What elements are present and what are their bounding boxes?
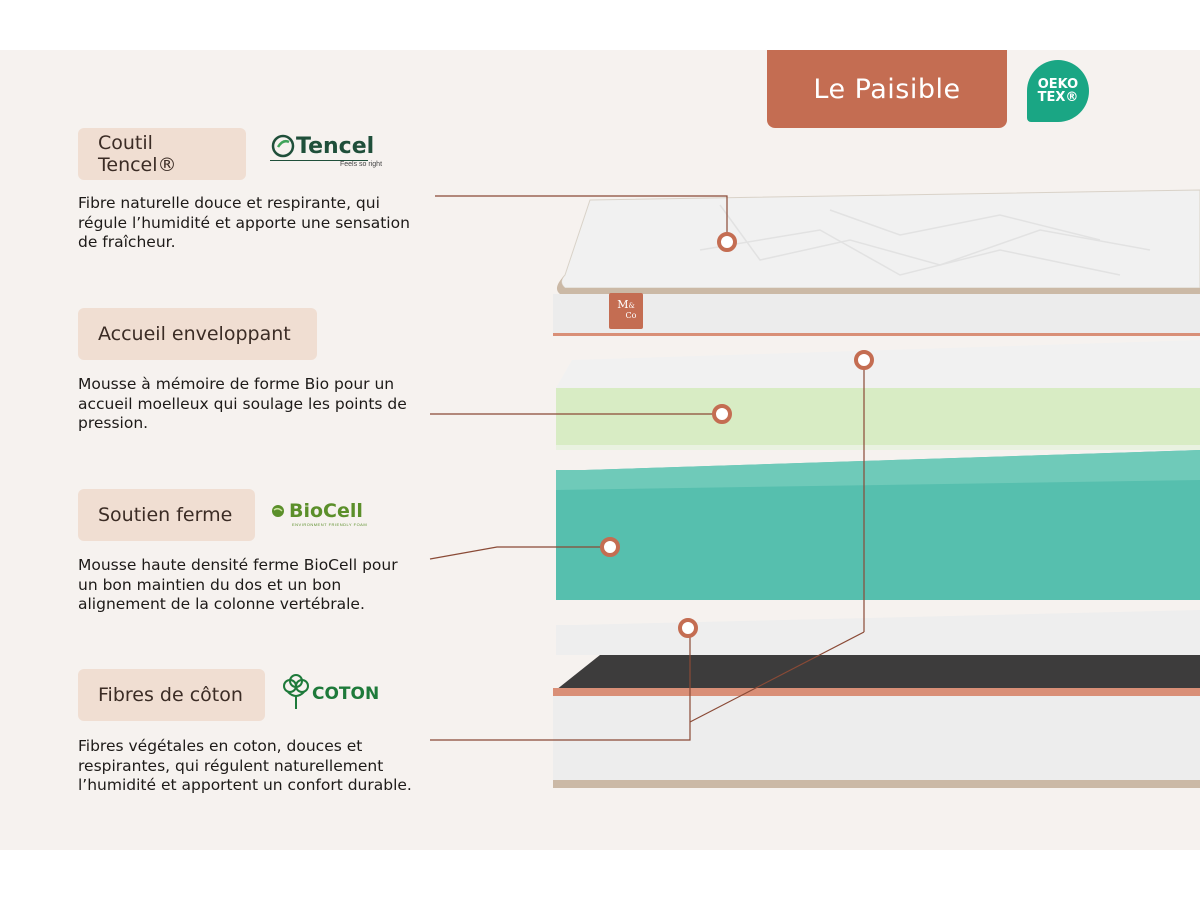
oeko-line2: TEX® xyxy=(1037,90,1079,105)
description-line: Mousse à mémoire de forme Bio pour un xyxy=(78,375,395,393)
description-line: de fraîcheur. xyxy=(78,233,176,251)
layer-label-tencel: Coutil Tencel® xyxy=(78,128,246,180)
cotton-flower-icon xyxy=(283,674,309,709)
layer-label-soutien: Soutien ferme xyxy=(78,489,255,541)
marker-cotton xyxy=(678,618,698,638)
tencel-tagline: Feels so right xyxy=(340,161,383,168)
oeko-tex-badge: OEKO TEX® xyxy=(1027,60,1089,122)
layer-description-accueil: Mousse à mémoire de forme Bio pour un ac… xyxy=(78,375,433,434)
biocell-logo: BioCell ENVIRONMENT FRIENDLY FOAM xyxy=(270,500,367,527)
brand-tag xyxy=(609,293,643,329)
product-name: Le Paisible xyxy=(813,73,961,105)
coton-logo: COTON xyxy=(280,674,379,710)
brand-tag-line3: Co xyxy=(625,311,637,320)
description-line: respirantes, qui régulent naturellement xyxy=(78,756,384,775)
description-line: alignement de la colonne vertébrale. xyxy=(78,595,365,613)
description-line: Fibres végétales en coton, douces et xyxy=(78,737,363,755)
coton-logo-text: COTON xyxy=(312,684,380,704)
product-infographic: M& Co Le Paisible OEKO TEX® Coutil Tence… xyxy=(0,50,1200,850)
tencel-logo: Tencel Feels so right xyxy=(270,133,382,168)
layer-description-tencel: Fibre naturelle douce et respirante, qui… xyxy=(78,194,433,253)
mattress-illustration xyxy=(429,189,1200,788)
description-line: un bon maintien du dos et un bon xyxy=(78,575,342,594)
biocell-tagline: ENVIRONMENT FRIENDLY FOAM xyxy=(292,522,368,527)
brand-tag-text: M& Co xyxy=(609,295,643,329)
layer-label-text: Fibres de côton xyxy=(98,684,243,706)
tencel-logo-text: Tencel xyxy=(296,133,375,159)
layer-label-coton: Fibres de côton xyxy=(78,669,265,721)
layer-description-coton: Fibres végétales en coton, douces et res… xyxy=(78,737,438,796)
layer-label-text: Soutien ferme xyxy=(98,504,233,526)
marker-support xyxy=(600,537,620,557)
marker-tencel xyxy=(717,232,737,252)
description-line: Mousse haute densité ferme BioCell pour xyxy=(78,556,398,574)
marker-memory-top xyxy=(854,350,874,370)
layer-label-accueil: Accueil enveloppant xyxy=(78,308,317,360)
description-line: Fibre naturelle douce et respirante, qui xyxy=(78,194,380,212)
biocell-logo-text: BioCell xyxy=(289,500,363,522)
leaf-icon xyxy=(271,134,295,158)
oeko-line1: OEKO xyxy=(1037,77,1079,92)
layer-label-text: Accueil enveloppant xyxy=(98,323,291,345)
description-line: régule l’humidité et apporte une sensati… xyxy=(78,213,410,232)
layer-description-soutien: Mousse haute densité ferme BioCell pour … xyxy=(78,556,433,615)
marker-memory-foam xyxy=(712,404,732,424)
description-line: pression. xyxy=(78,414,149,432)
globe-icon xyxy=(272,505,284,517)
brand-tag-line1: M xyxy=(617,298,629,311)
description-line: accueil moelleux qui soulage les points … xyxy=(78,394,407,413)
product-name-badge: Le Paisible xyxy=(767,50,1007,128)
layer-label-text: Coutil Tencel® xyxy=(98,132,177,176)
brand-tag-line2: & xyxy=(628,302,635,310)
description-line: l’humidité et apportent un confort durab… xyxy=(78,776,412,794)
